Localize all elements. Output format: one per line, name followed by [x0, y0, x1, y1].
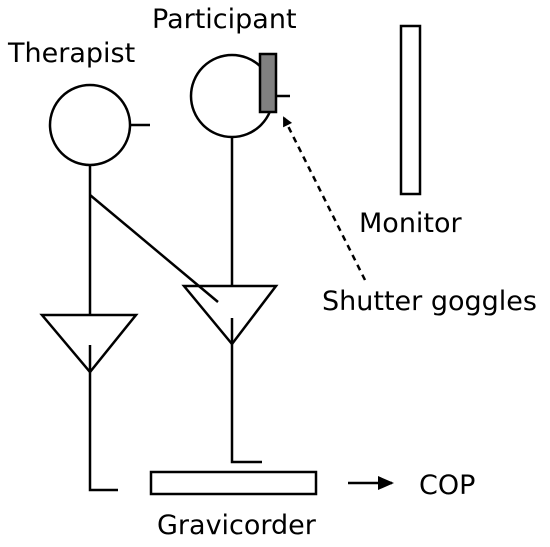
label-shutter-goggles: Shutter goggles: [322, 286, 537, 317]
goggles-pointer-arrow: [282, 116, 367, 281]
therapist-pelvis: [39, 313, 139, 374]
participant-figure: [181, 52, 290, 464]
monitor: [399, 24, 422, 196]
label-participant: Participant: [152, 4, 297, 35]
participant-leg: [230, 344, 262, 464]
label-gravicorder: Gravicorder: [157, 510, 317, 541]
therapist-arm: [89, 194, 219, 303]
therapist-leg: [88, 372, 118, 492]
shutter-goggles: [258, 52, 278, 114]
label-monitor: Monitor: [359, 208, 463, 239]
therapist-head: [48, 83, 132, 167]
participant-pelvis: [181, 284, 279, 347]
label-therapist: Therapist: [7, 38, 135, 69]
therapist-figure: [39, 83, 219, 492]
gravicorder-platform: [149, 470, 318, 496]
label-cop: COP: [419, 470, 475, 501]
